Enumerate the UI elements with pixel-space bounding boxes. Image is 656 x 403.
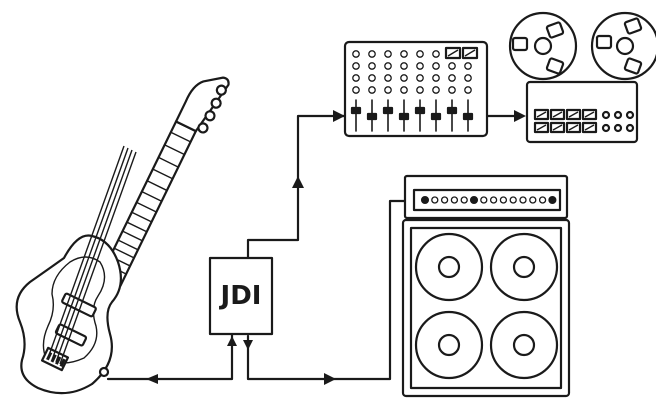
bass-guitar-icon bbox=[15, 76, 230, 395]
mixing-console-icon bbox=[343, 40, 489, 138]
cable-di-to-amp bbox=[246, 199, 422, 381]
jdi-direct-box: JDI bbox=[208, 256, 274, 336]
arrow-to-amp bbox=[324, 373, 336, 385]
reel-to-reel-recorder-icon bbox=[508, 11, 656, 144]
cable-guitar-to-di bbox=[106, 332, 234, 381]
speaker-cones bbox=[414, 232, 559, 380]
arrow-into-mixer bbox=[333, 110, 345, 122]
arrow-out-of-di bbox=[243, 340, 253, 350]
bass-amplifier-icon bbox=[401, 174, 571, 398]
arrow-guitar-to-di bbox=[146, 374, 158, 384]
signal-cables bbox=[106, 110, 526, 385]
arrow-into-di bbox=[227, 336, 237, 346]
arrow-up-to-mixer bbox=[292, 176, 304, 188]
arrow-into-recorder bbox=[514, 110, 526, 122]
jdi-label: JDI bbox=[219, 281, 262, 311]
cable-di-to-mixer bbox=[246, 114, 347, 260]
